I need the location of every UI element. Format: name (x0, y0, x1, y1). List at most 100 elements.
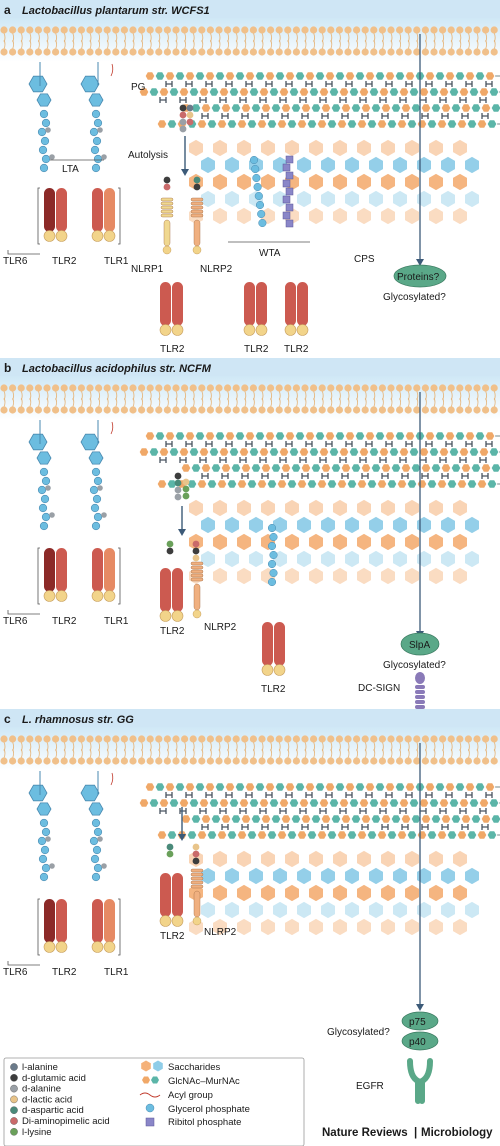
lipid-head (284, 26, 292, 34)
lipid-head (284, 757, 292, 765)
glycerol-phosphate (258, 218, 267, 228)
glycerol-phosphate (91, 467, 101, 477)
glycerol-phosphate (89, 127, 99, 137)
lipid-tail (132, 39, 135, 50)
lipid-head (241, 735, 249, 743)
panel-letter: c (4, 712, 11, 726)
lipid-head (284, 384, 292, 392)
lipid-head (138, 384, 146, 392)
lipid-tail (433, 39, 436, 50)
lipid-tail (20, 748, 23, 759)
murnac-hexagon (384, 71, 396, 81)
murnac-hexagon (158, 87, 170, 97)
murnac-hexagon (300, 814, 312, 824)
peptide-crosslink (241, 113, 249, 119)
lipid-tail (149, 748, 152, 759)
saccharide-orange (236, 849, 252, 869)
murnac-hexagon (240, 463, 252, 473)
bracket (37, 187, 40, 245)
tlr6-label: TLR6 (3, 256, 28, 267)
lipid-tail (321, 39, 324, 50)
saccharide-blue (320, 900, 336, 920)
glcnac-hexagon (234, 71, 246, 81)
saccharide-blue (320, 155, 336, 175)
glcnac-hexagon (406, 830, 418, 840)
glcnac-hexagon (290, 103, 302, 113)
glcnac-hexagon (294, 431, 306, 441)
lipid-head (34, 48, 43, 56)
peptide-crosslink (481, 824, 489, 830)
card-domain (192, 916, 202, 926)
tlr-subunit-left (92, 899, 103, 943)
peptide-crosslink (261, 473, 269, 479)
saccharide-blue (248, 866, 264, 886)
tlr-subunit-left (244, 282, 255, 326)
lipid-tail (3, 397, 6, 408)
pg-strand (180, 463, 500, 473)
slpa-label: SlpA (409, 640, 430, 651)
saccharide-blue (296, 189, 312, 209)
lipid-tail (80, 397, 83, 408)
lrr-repeat (190, 209, 204, 214)
murnac-hexagon (260, 103, 272, 113)
peptide-crosslink (301, 473, 309, 479)
lipid-head (464, 406, 472, 414)
lipid-head (163, 384, 171, 392)
tlr2-tlr1-dimer (91, 188, 116, 242)
glcnac-hexagon (274, 71, 286, 81)
peptide-crosslink (399, 97, 407, 103)
glcnac-hexagon (188, 798, 200, 808)
lipid-head (9, 735, 17, 743)
neck-repeat (415, 685, 425, 689)
lipid-tail (467, 397, 470, 408)
murnac-hexagon (158, 798, 170, 808)
lipid-head (335, 757, 343, 765)
glcnac-hexagon (286, 479, 298, 489)
tlr6-label: TLR6 (3, 967, 28, 978)
lipid-tail (373, 39, 376, 50)
lipid-head (86, 384, 94, 392)
d-alanine (45, 836, 51, 842)
peptide-crosslink (425, 792, 433, 798)
saccharide-orange (212, 849, 228, 869)
lipid-head (482, 48, 490, 56)
lipid-head (43, 735, 51, 743)
lipid-head (138, 735, 146, 743)
lipid-tail (55, 397, 58, 408)
lipid-head (292, 26, 300, 34)
lipid-tail (235, 748, 238, 759)
peptide-crosslink (405, 441, 413, 447)
glycosylated-label: Glycosylated? (383, 660, 446, 671)
peptide-crosslink (461, 473, 469, 479)
lipid-head (52, 757, 60, 765)
lipid-head (138, 757, 146, 765)
muropeptide (179, 104, 187, 133)
glycerol-phosphate (93, 154, 103, 164)
tir-domain (243, 324, 256, 336)
muropeptide-released (166, 540, 174, 555)
murnac-hexagon (184, 782, 196, 792)
peptide-crosslink (381, 113, 389, 119)
murnac-hexagon (344, 71, 356, 81)
lipid-tail (390, 397, 393, 408)
tir-domain (91, 941, 104, 953)
nacht-domain (193, 583, 201, 611)
lipid-head (95, 48, 103, 56)
d-alanine (49, 863, 55, 869)
saccharide-orange (212, 917, 228, 937)
lipid-head (413, 757, 421, 765)
peptide-crosslink (265, 81, 273, 87)
peptide-crosslink (385, 81, 393, 87)
peptide-crosslink (461, 824, 469, 830)
peptide-crosslink (479, 808, 487, 814)
murnac-hexagon (440, 463, 452, 473)
murnac-hexagon (476, 479, 488, 489)
glcnac-hexagon (306, 119, 318, 129)
lipid-tail (476, 397, 479, 408)
lipid-head (103, 735, 111, 743)
lipid-head (69, 757, 77, 765)
murnac-hexagon (316, 830, 328, 840)
lipid-head (155, 48, 163, 56)
glycerol-phosphate (252, 173, 261, 183)
lipid-head (189, 735, 197, 743)
